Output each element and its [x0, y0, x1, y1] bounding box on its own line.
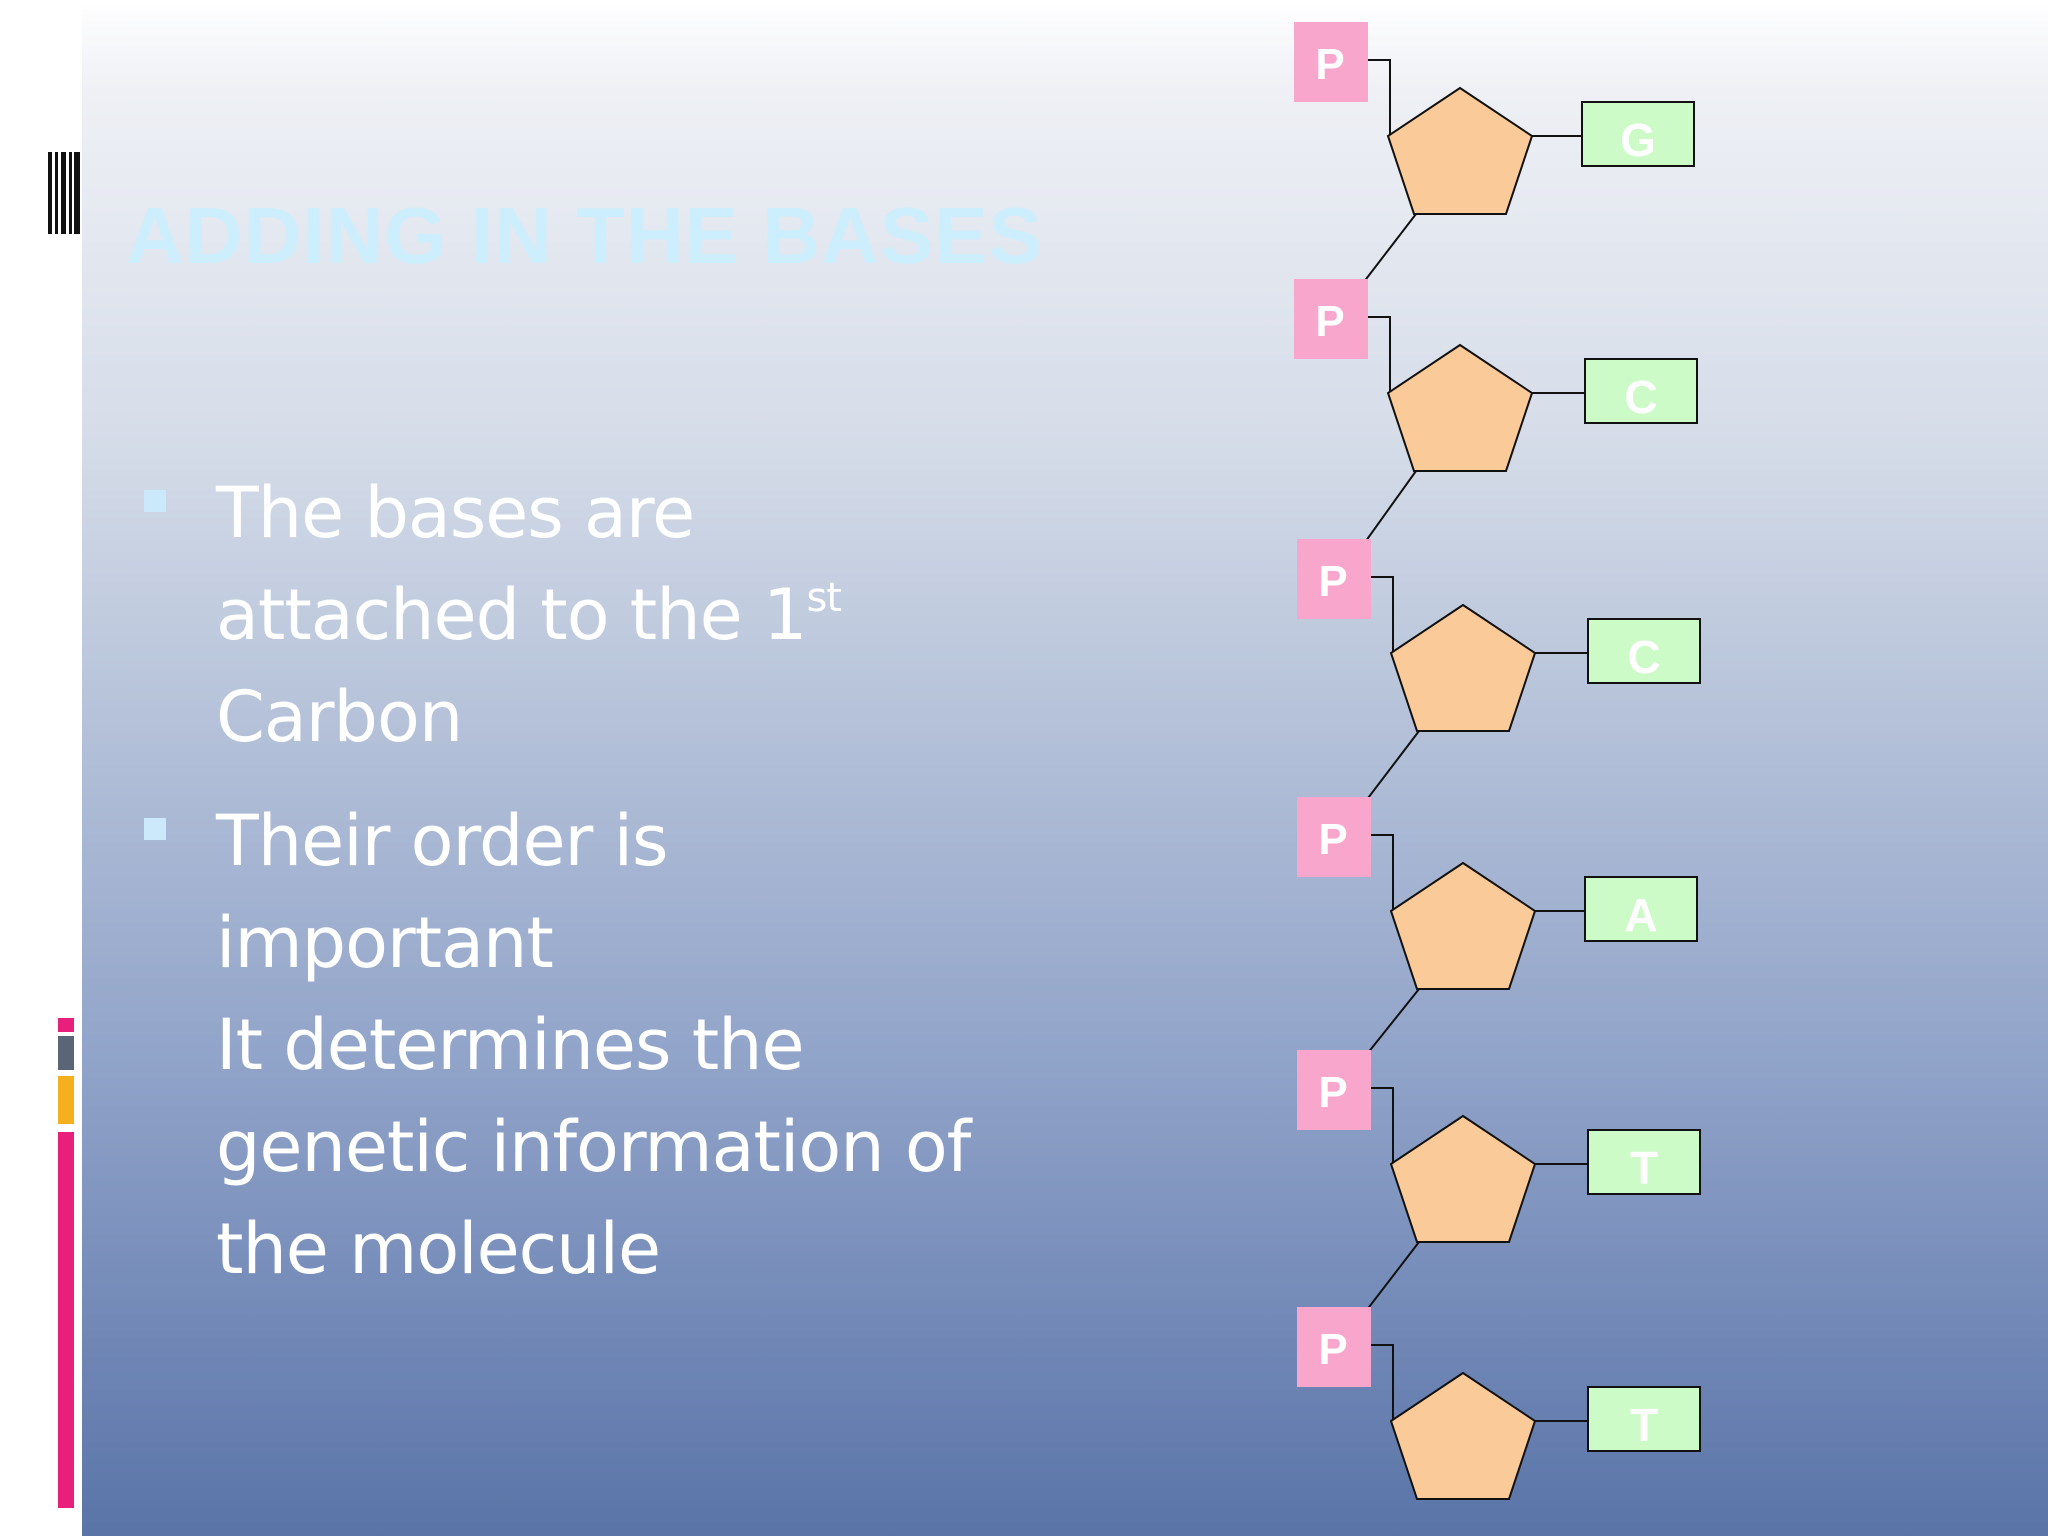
bullet-marker [144, 818, 166, 840]
phosphate-box [1297, 1307, 1371, 1387]
phosphate-sugar-bond [1371, 1087, 1394, 1165]
phosphate-label: P [1318, 1325, 1347, 1374]
base-label: A [1624, 889, 1657, 941]
base-label: G [1620, 114, 1656, 166]
phosphate-box [1297, 539, 1371, 619]
accent-bar-magenta-top [58, 1018, 74, 1032]
accent-bar-slate [58, 1036, 74, 1070]
bullet-line: attached to the 1st [216, 564, 842, 666]
phosphate-sugar-bond [1371, 1344, 1394, 1422]
phosphate-sugar-bond [1371, 834, 1394, 912]
phosphate-label: P [1318, 1068, 1347, 1117]
phosphate-label: P [1315, 40, 1344, 89]
bullet-item-2: Their order is important It determines t… [216, 790, 971, 1300]
bullet-marker [144, 490, 166, 512]
bullet-line: Carbon [216, 676, 463, 758]
bullet-line: Their order is [216, 800, 669, 882]
phosphate-sugar-bond [1368, 59, 1391, 137]
sugar-pentagon [1389, 603, 1537, 732]
barcode-decoration [48, 152, 80, 234]
phosphate-box [1294, 22, 1368, 102]
phosphate-box [1297, 797, 1371, 877]
base-box [1587, 618, 1701, 684]
bullet-line: It determines the [216, 1004, 805, 1086]
slide-title: ADDING IN THE BASES [126, 191, 1043, 280]
sugar-pentagon [1389, 1114, 1537, 1243]
bullet-line: important [216, 902, 554, 984]
phosphate-sugar-bond [1368, 316, 1391, 394]
base-label: T [1630, 1399, 1658, 1451]
bullet-item-1: The bases are attached to the 1st Carbon [216, 462, 842, 768]
accent-bar-magenta-long [58, 1132, 74, 1508]
phosphate-label: P [1318, 815, 1347, 864]
bullet-line: the molecule [216, 1208, 661, 1290]
sugar-pentagon [1389, 861, 1537, 990]
bullet-line: The bases are [216, 472, 695, 554]
base-box [1584, 358, 1698, 424]
base-box [1587, 1386, 1701, 1452]
base-box [1581, 101, 1695, 167]
base-box [1584, 876, 1698, 942]
slide-background [82, 0, 2048, 1536]
phosphate-box [1294, 279, 1368, 359]
bullet-line-text: attached to the 1 [216, 574, 807, 656]
ordinal-superscript: st [806, 575, 842, 621]
bullet-line: genetic information of [216, 1106, 971, 1188]
sugar-pentagon [1386, 343, 1534, 472]
sugar-pentagon [1389, 1371, 1537, 1500]
phosphate-sugar-bond [1371, 576, 1394, 654]
base-label: C [1624, 371, 1657, 423]
base-label: C [1627, 631, 1660, 683]
phosphate-label: P [1318, 557, 1347, 606]
sugar-pentagon [1386, 86, 1534, 215]
phosphate-label: P [1315, 297, 1344, 346]
base-label: T [1630, 1142, 1658, 1194]
phosphate-box [1297, 1050, 1371, 1130]
base-box [1587, 1129, 1701, 1195]
accent-bar-gold [58, 1076, 74, 1124]
